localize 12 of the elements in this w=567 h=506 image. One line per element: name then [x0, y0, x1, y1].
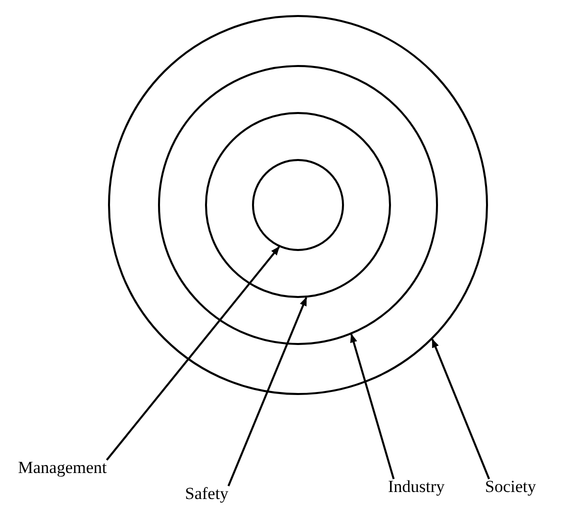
leader-arrow	[106, 246, 280, 461]
ring-label: Society	[485, 477, 536, 497]
ring-label: Industry	[388, 477, 445, 497]
leader-arrow	[228, 296, 308, 486]
ring-circle	[108, 15, 488, 395]
ring-label: Management	[18, 458, 107, 478]
ring-circle	[158, 65, 438, 345]
leader-arrow	[350, 334, 395, 480]
ring-label: Safety	[185, 484, 228, 504]
ring-circle	[252, 159, 344, 251]
ring-circle	[205, 112, 391, 298]
leader-arrow	[431, 338, 490, 480]
